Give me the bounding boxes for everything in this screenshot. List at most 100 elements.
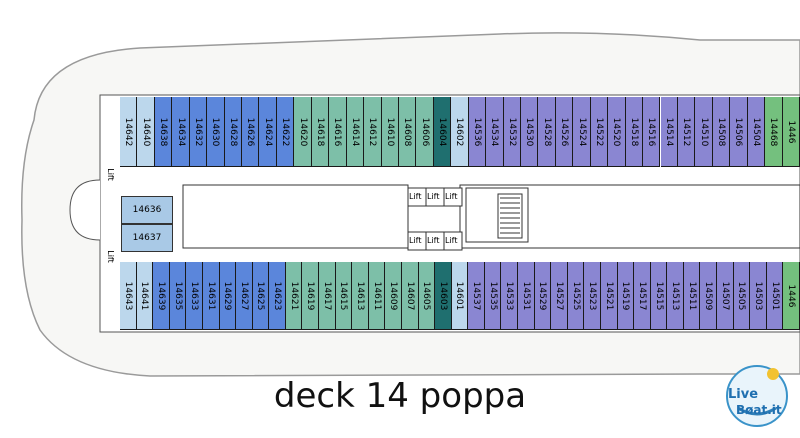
cabin-14640[interactable]: 14640 [137, 97, 155, 167]
cabin-14615[interactable]: 14615 [335, 262, 353, 330]
cabin-14613[interactable]: 14613 [352, 262, 369, 330]
cabin-14601[interactable]: 14601 [451, 262, 469, 330]
cabin-14515[interactable]: 14515 [650, 262, 668, 330]
cabin-14507[interactable]: 14507 [717, 262, 734, 330]
cabin-14468[interactable]: 14468 [765, 97, 783, 167]
cabin-14609[interactable]: 14609 [385, 262, 402, 330]
cabin-14639[interactable]: 14639 [153, 262, 170, 330]
cabin-1446[interactable]: 1446 [782, 97, 800, 167]
cabin-14504[interactable]: 14504 [747, 97, 766, 167]
cabin-14610[interactable]: 14610 [381, 97, 399, 167]
cabin-14611[interactable]: 14611 [368, 262, 386, 330]
cabin-14608[interactable]: 14608 [398, 97, 417, 167]
cabin-14619[interactable]: 14619 [302, 262, 320, 330]
cabin-14517[interactable]: 14517 [634, 262, 651, 330]
cabin-number: 14622 [280, 117, 291, 146]
cabin-14514[interactable]: 14514 [660, 97, 678, 167]
cabin-number: 14519 [620, 281, 631, 310]
cabin-14525[interactable]: 14525 [567, 262, 585, 330]
cabin-14638[interactable]: 14638 [154, 97, 173, 167]
cabin-14632[interactable]: 14632 [189, 97, 208, 167]
cabin-14628[interactable]: 14628 [224, 97, 243, 167]
lift-label: Lift [445, 192, 458, 201]
cabin-number: 14605 [421, 281, 432, 310]
cabin-14622[interactable]: 14622 [276, 97, 295, 167]
cabin-14523[interactable]: 14523 [584, 262, 601, 330]
cabin-14519[interactable]: 14519 [617, 262, 635, 330]
cabin-14536[interactable]: 14536 [468, 97, 487, 167]
cabin-number: 14511 [686, 281, 697, 310]
cabin-number: 14528 [541, 117, 552, 146]
cabin-14604[interactable]: 14604 [433, 97, 452, 167]
cabin-14605[interactable]: 14605 [418, 262, 436, 330]
cabin-number: 14606 [419, 117, 430, 146]
cabin-14533[interactable]: 14533 [501, 262, 519, 330]
cabin-14528[interactable]: 14528 [538, 97, 556, 167]
cabin-14512[interactable]: 14512 [677, 97, 696, 167]
cabin-14621[interactable]: 14621 [285, 262, 303, 330]
cabin-14629[interactable]: 14629 [219, 262, 237, 330]
cabin-14516[interactable]: 14516 [643, 97, 661, 167]
lift-label: Lift [409, 192, 422, 201]
cabin-14510[interactable]: 14510 [695, 97, 713, 167]
cabin-14509[interactable]: 14509 [700, 262, 718, 330]
cabin-14620[interactable]: 14620 [294, 97, 312, 167]
cabin-14631[interactable]: 14631 [202, 262, 220, 330]
cabin-14626[interactable]: 14626 [242, 97, 260, 167]
cabin-14534[interactable]: 14534 [486, 97, 504, 167]
cabin-14641[interactable]: 14641 [136, 262, 154, 330]
cabin-14518[interactable]: 14518 [625, 97, 644, 167]
cabin-14607[interactable]: 14607 [401, 262, 419, 330]
cabin-14603[interactable]: 14603 [435, 262, 452, 330]
cabin-14616[interactable]: 14616 [329, 97, 347, 167]
cabin-14627[interactable]: 14627 [236, 262, 253, 330]
cabin-14624[interactable]: 14624 [259, 97, 277, 167]
cabin-14522[interactable]: 14522 [590, 97, 609, 167]
lift-label: Lift [105, 168, 115, 181]
cabin-14642[interactable]: 14642 [120, 97, 138, 167]
cabin-14635[interactable]: 14635 [169, 262, 187, 330]
cabin-14524[interactable]: 14524 [573, 97, 591, 167]
cabin-14531[interactable]: 14531 [518, 262, 535, 330]
cabin-1446[interactable]: 1446 [783, 262, 800, 330]
cabin-14505[interactable]: 14505 [733, 262, 751, 330]
cabin-14606[interactable]: 14606 [416, 97, 434, 167]
cabin-14636[interactable]: 14636 [121, 196, 173, 224]
cabin-14614[interactable]: 14614 [346, 97, 365, 167]
cabin-14529[interactable]: 14529 [534, 262, 552, 330]
cabin-number: 14629 [222, 281, 233, 310]
cabin-14535[interactable]: 14535 [484, 262, 502, 330]
cabin-14532[interactable]: 14532 [503, 97, 521, 167]
cabin-14521[interactable]: 14521 [600, 262, 618, 330]
cabin-14634[interactable]: 14634 [172, 97, 190, 167]
cabin-14530[interactable]: 14530 [521, 97, 539, 167]
cabin-14503[interactable]: 14503 [750, 262, 767, 330]
cabin-14511[interactable]: 14511 [683, 262, 701, 330]
cabin-14527[interactable]: 14527 [551, 262, 568, 330]
cabin-14501[interactable]: 14501 [766, 262, 784, 330]
live-boat-logo: Live Bøat.it [726, 365, 788, 427]
cabin-14506[interactable]: 14506 [730, 97, 748, 167]
lift-label: Lift [427, 192, 440, 201]
cabin-14612[interactable]: 14612 [364, 97, 382, 167]
cabin-14625[interactable]: 14625 [252, 262, 270, 330]
cabin-number: 14530 [524, 117, 535, 146]
cabin-14637[interactable]: 14637 [121, 224, 173, 252]
cabin-14513[interactable]: 14513 [667, 262, 684, 330]
cabin-14643[interactable]: 14643 [120, 262, 137, 330]
cabin-14633[interactable]: 14633 [186, 262, 203, 330]
cabin-14617[interactable]: 14617 [319, 262, 336, 330]
cabin-number: 14624 [262, 117, 273, 146]
cabin-number: 14626 [245, 117, 256, 146]
cabin-14526[interactable]: 14526 [555, 97, 574, 167]
cabin-14537[interactable]: 14537 [468, 262, 485, 330]
cabin-14618[interactable]: 14618 [311, 97, 330, 167]
cabin-14630[interactable]: 14630 [207, 97, 225, 167]
cabin-14520[interactable]: 14520 [608, 97, 626, 167]
cabin-14602[interactable]: 14602 [451, 97, 469, 167]
cabin-number: 14623 [272, 281, 283, 310]
cabin-number: 14537 [471, 281, 482, 310]
cabin-number: 14641 [139, 281, 150, 310]
cabin-14623[interactable]: 14623 [269, 262, 286, 330]
cabin-14508[interactable]: 14508 [712, 97, 731, 167]
